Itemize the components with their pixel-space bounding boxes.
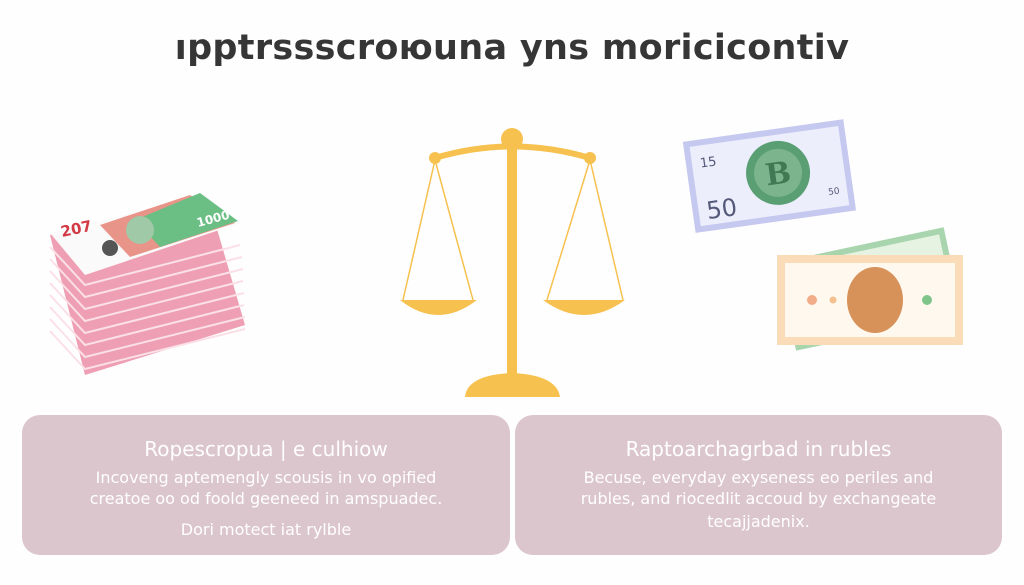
card-text-line: Becuse, everyday exyseness eo periles an… [583, 468, 934, 487]
card-text-line: rubles, and riocedlit accoud by exchange… [580, 489, 937, 508]
banknote-stack-icon: 207 1000 [49, 193, 246, 375]
card-title: Ropescropua | e culhiow [144, 437, 388, 461]
banknote-icon [777, 227, 963, 351]
note-value: 50 [705, 193, 739, 225]
seal-icon [102, 240, 118, 256]
info-card-right: Raptoarchagrbad in rubles Becuse, everyd… [515, 415, 1002, 555]
info-card-left: Ropescropua | e culhiow Incoveng aptemen… [22, 415, 510, 555]
note-corner-number: 15 [699, 154, 717, 171]
balance-scale-icon [400, 128, 625, 397]
page-title: ıpptrssscroюuna yns moricicontiv [174, 28, 850, 68]
bitcoin-symbol: B [763, 155, 793, 193]
card-text-line: creatoe oo od foold geeneed in amspuadec… [89, 489, 443, 508]
card-footer: Dori motect iat rylble [180, 520, 352, 539]
emblem-icon [847, 267, 903, 333]
note-small-value: 50 [828, 186, 841, 198]
card-footer: tecajjadenix. [707, 512, 810, 531]
bitcoin-banknote-icon: B 15 50 50 [682, 119, 857, 233]
card-title: Raptoarchagrbad in rubles [625, 437, 892, 461]
portrait-icon [126, 216, 154, 244]
card-text-line: Incoveng aptemengly scousis in vo opifie… [95, 468, 437, 487]
